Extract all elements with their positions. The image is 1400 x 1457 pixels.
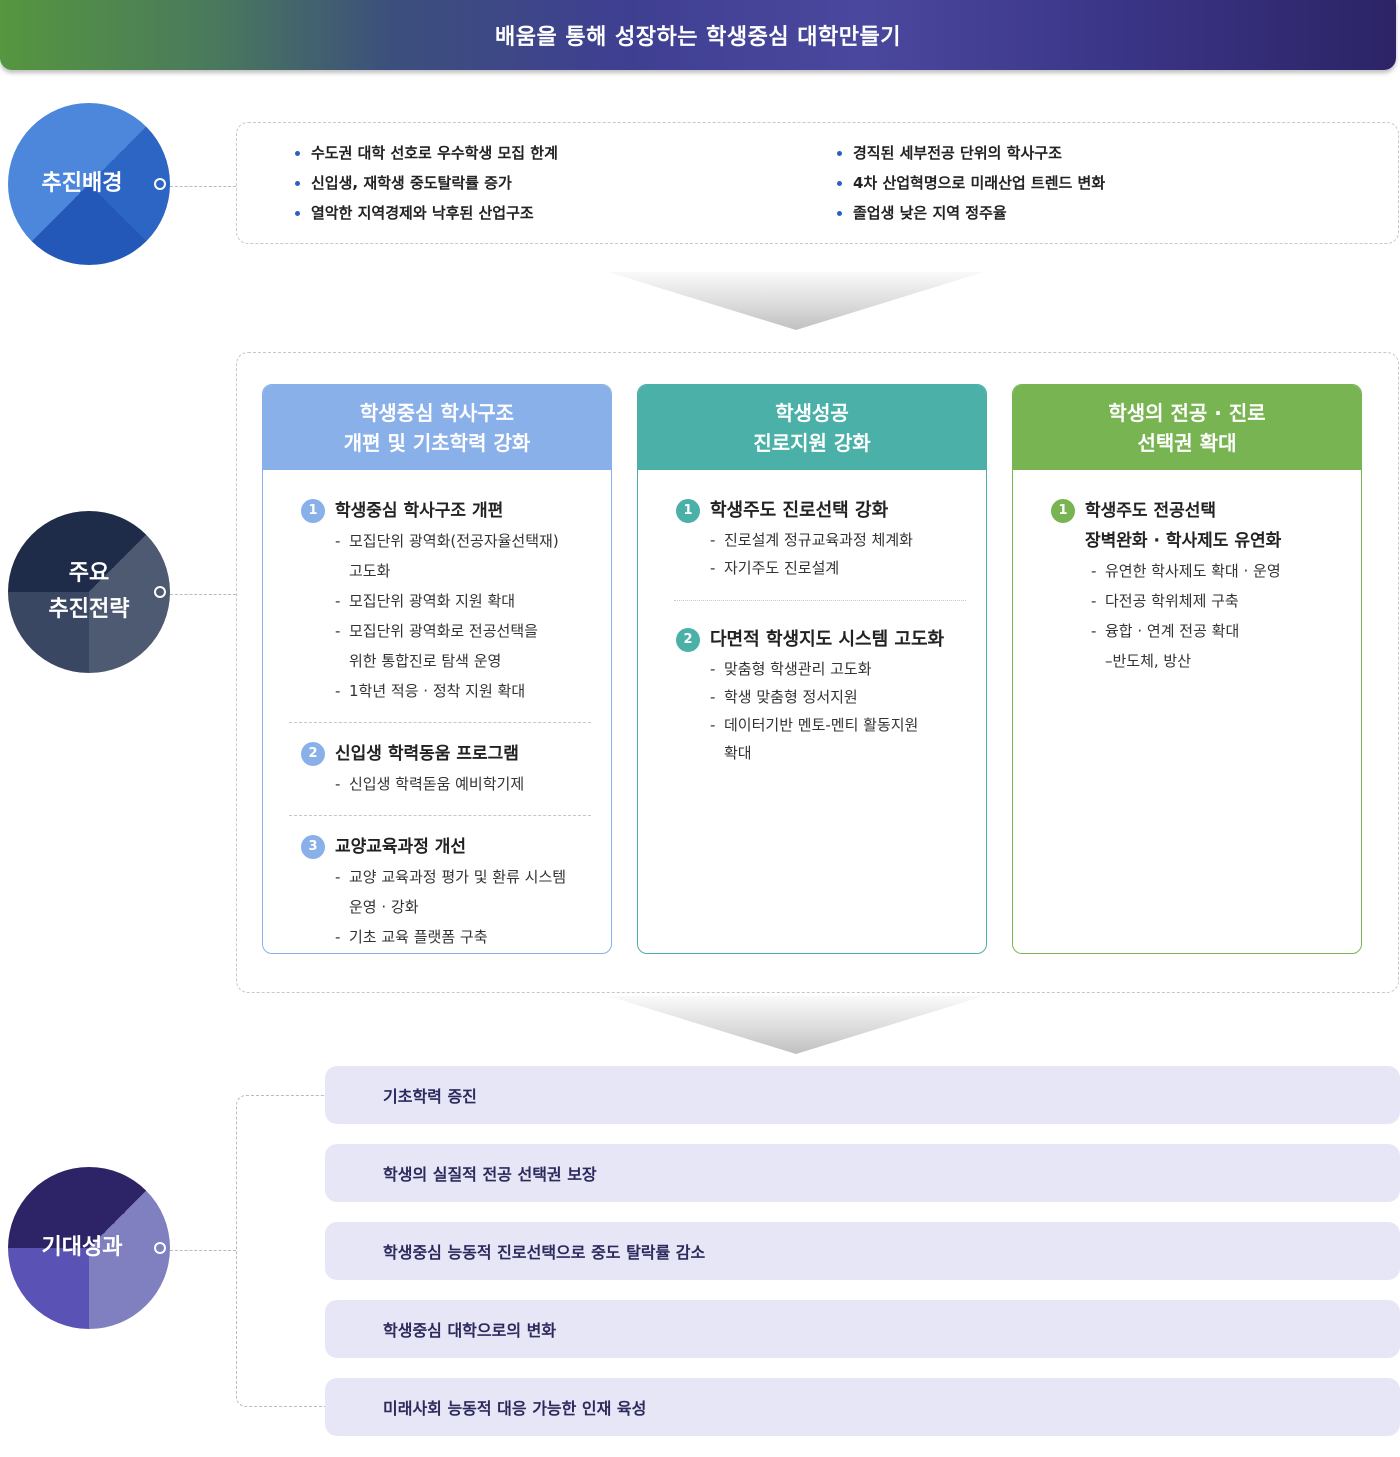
outcome-item: 미래사회 능동적 대응 가능한 인재 육성 [325,1378,1400,1436]
sub-item: -교양 교육과정 평가 및 환류 시스템 운영 · 강화 [335,868,567,916]
background-list-right: 경직된 세부전공 단위의 학사구조 4차 산업혁명으로 미래산업 트렌드 변화 … [837,138,1105,228]
strategy-box [236,352,1399,993]
sub-item: -기초 교육 플랫폼 구축 [335,928,488,946]
strategy-card-2: 학생성공 진로지원 강화 1 학생주도 진로선택 강화 -진로설계 정규교육과정… [637,384,987,954]
section-title: 신입생 학력동움 프로그램 [335,744,519,764]
sub-item: -1학년 적응 · 정착 지원 확대 [335,682,526,700]
strategy-card-1: 학생중심 학사구조 개편 및 기초학력 강화 1 학생중심 학사구조 개편 -모… [262,384,612,954]
sub-item: -모집단위 광역화 지원 확대 [335,592,516,610]
card-section: 1 학생주도 전공선택 장벽완화 · 학사제도 유연화 -유연한 학사제도 확대… [1051,496,1341,686]
background-item: 4차 산업혁명으로 미래산업 트렌드 변화 [837,168,1105,198]
number-badge-icon: 2 [301,742,325,766]
sub-item: -신입생 학력돋움 예비학기제 [335,775,525,793]
sub-item: -자기주도 진로설계 [710,559,840,577]
strategy-label-line2: 추진전략 [48,597,130,622]
strategy-circle: 주요 추진전략 [8,511,170,673]
connector-dot-icon [154,178,166,190]
strategy-label-line1: 주요 [68,561,110,586]
section-title: 교양교육과정 개선 [335,837,467,857]
sub-item: -유연한 학사제도 확대 · 운영 [1091,562,1281,580]
sub-item: -모집단위 광역화로 전공선택을 위한 통합진로 탐색 운영 [335,622,538,670]
background-item: 경직된 세부전공 단위의 학사구조 [837,138,1105,168]
divider [674,600,966,601]
outcome-item: 학생중심 능동적 진로선택으로 중도 탈락률 감소 [325,1222,1400,1280]
outcome-circle: 기대성과 [8,1167,170,1329]
section-title: 학생중심 학사구조 개편 [335,501,504,521]
outcome-connector [170,1250,236,1251]
strategy-label: 주요 추진전략 [49,556,130,628]
background-item: 졸업생 낮은 지역 정주율 [837,198,1105,228]
divider [289,815,591,816]
section-title: 다면적 학생지도 시스템 고도화 [710,629,945,650]
connector-dot-icon [154,586,166,598]
sub-item: -융합 · 연계 전공 확대 –반도체, 방산 [1091,622,1240,670]
card-header: 학생성공 진로지원 강화 [638,385,986,470]
strategy-card-3: 학생의 전공 · 진로 선택권 확대 1 학생주도 전공선택 장벽완화 · 학사… [1012,384,1362,954]
card-section: 3 교양교육과정 개선 -교양 교육과정 평가 및 환류 시스템 운영 · 강화… [301,832,591,953]
outcome-item: 학생중심 대학으로의 변화 [325,1300,1400,1358]
card-section: 2 다면적 학생지도 시스템 고도화 -맞춤형 학생관리 고도화 -학생 맞춤형… [676,625,966,777]
down-arrow-icon [608,272,984,330]
outcome-label: 기대성과 [41,1235,123,1260]
card-section: 1 학생주도 진로선택 강화 -진로설계 정규교육과정 체계화 -자기주도 진로… [676,496,966,592]
down-arrow-icon [608,996,984,1054]
sub-item: -맞춤형 학생관리 고도화 [710,660,872,678]
divider [289,722,591,723]
strategy-connector [170,594,236,595]
card-section: 1 학생중심 학사구조 개편 -모집단위 광역화(전공자율선택재) 고도화 -모… [301,496,591,716]
number-badge-icon: 3 [301,835,325,859]
number-badge-icon: 1 [301,499,325,523]
background-circle: 추진배경 [8,103,170,265]
sub-item: -진로설계 정규교육과정 체계화 [710,531,913,549]
background-label: 추진배경 [41,171,123,196]
connector-dot-icon [154,1242,166,1254]
background-item: 신입생, 재학생 중도탈락률 증가 [295,168,558,198]
outcome-bracket [236,1095,325,1407]
background-item: 수도권 대학 선호로 우수학생 모집 한계 [295,138,558,168]
sub-item: -데이터기반 멘토-멘티 활동지원 확대 [710,716,919,762]
section-title: 학생주도 전공선택 장벽완화 · 학사제도 유연화 [1085,501,1282,551]
background-item: 열악한 지역경제와 낙후된 산업구조 [295,198,558,228]
title-banner: 배움을 통해 성장하는 학생중심 대학만들기 [0,0,1396,70]
number-badge-icon: 1 [676,499,700,523]
number-badge-icon: 1 [1051,499,1075,523]
card-section: 2 신입생 학력동움 프로그램 -신입생 학력돋움 예비학기제 [301,739,591,809]
background-list-left: 수도권 대학 선호로 우수학생 모집 한계 신입생, 재학생 중도탈락률 증가 … [295,138,558,228]
section-title: 학생주도 진로선택 강화 [710,500,889,521]
card-header: 학생의 전공 · 진로 선택권 확대 [1013,385,1361,470]
banner-title: 배움을 통해 성장하는 학생중심 대학만들기 [495,25,901,50]
sub-item: -학생 맞춤형 정서지원 [710,688,858,706]
card-header: 학생중심 학사구조 개편 및 기초학력 강화 [263,385,611,470]
number-badge-icon: 2 [676,628,700,652]
background-box: 수도권 대학 선호로 우수학생 모집 한계 신입생, 재학생 중도탈락률 증가 … [236,122,1399,244]
outcome-item: 기초학력 증진 [325,1066,1400,1124]
background-connector [170,186,236,187]
sub-item: -다전공 학위체제 구축 [1091,592,1239,610]
sub-item: -모집단위 광역화(전공자율선택재) 고도화 [335,532,559,580]
outcome-item: 학생의 실질적 전공 선택권 보장 [325,1144,1400,1202]
